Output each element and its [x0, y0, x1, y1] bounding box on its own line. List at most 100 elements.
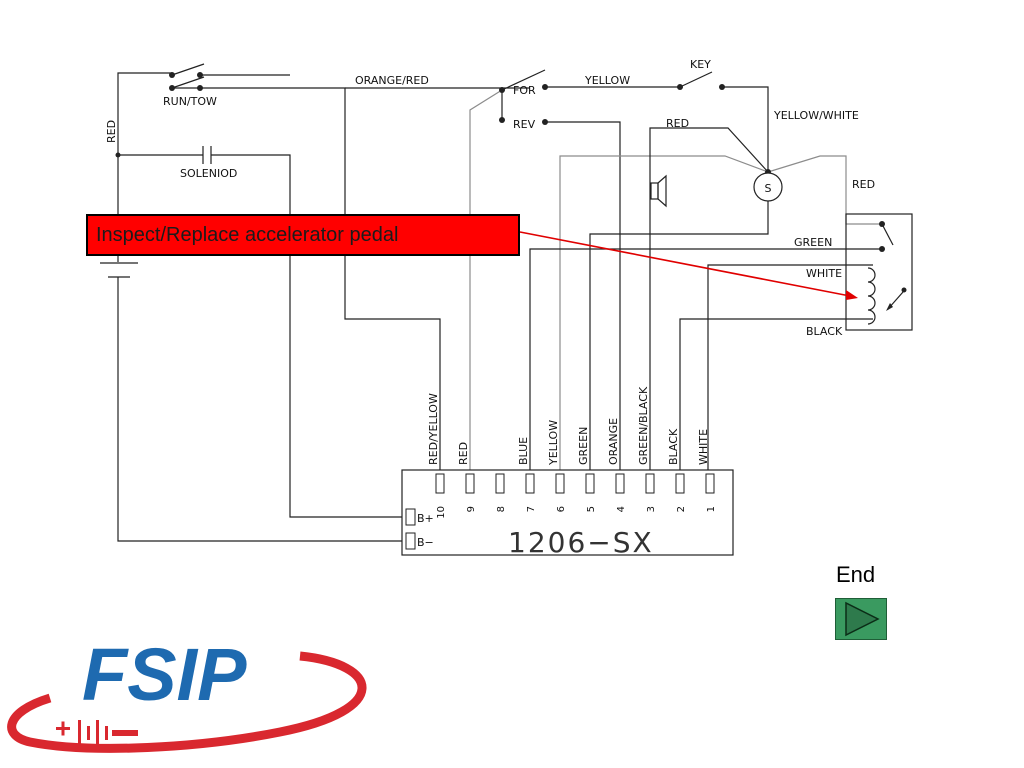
pin-wire-label-9: RED	[457, 442, 470, 465]
pedal-box	[845, 213, 913, 331]
callout-pointer	[519, 231, 851, 297]
pin-number-2: 2	[676, 506, 687, 512]
run-tow-blade-2	[171, 76, 205, 89]
contact-runtow-4	[197, 85, 203, 91]
white-label: WHITE	[806, 267, 842, 280]
fwd-rev-blade	[501, 69, 546, 91]
pin-terminal-10	[435, 473, 445, 494]
contact-rev-common	[499, 117, 505, 123]
play-icon	[845, 601, 880, 637]
key-blade	[679, 71, 713, 88]
pin-number-4: 4	[616, 506, 627, 512]
wires	[100, 63, 913, 542]
b-minus-label: B−	[417, 536, 434, 549]
contacts	[115, 72, 907, 293]
for-label: FOR	[513, 84, 536, 97]
junction-red	[115, 152, 121, 158]
red-top-label: RED	[666, 117, 689, 130]
green-wire-pin5	[589, 201, 769, 470]
solenoid-wire-right	[211, 154, 291, 214]
green-label: GREEN	[794, 236, 832, 249]
b-plus-label: B+	[417, 512, 434, 525]
pin-number-1: 1	[706, 506, 717, 512]
controller-name: 1206−SX	[508, 526, 654, 559]
red-left-label: RED	[105, 120, 118, 143]
pin-terminal-1	[705, 473, 715, 494]
pin-terminal-9	[465, 473, 475, 494]
pin-terminal-7	[525, 473, 535, 494]
fsip-logo: FSIP	[7, 633, 367, 753]
pot-wiper-arrow	[886, 303, 893, 311]
yellow-wire-pin6	[559, 155, 769, 470]
pin-terminal-8	[495, 473, 505, 494]
rev-label: REV	[513, 118, 536, 131]
pedal-switch-blade	[881, 223, 894, 246]
contact-pedal-1	[879, 221, 885, 227]
yellow-white-label: YELLOW/WHITE	[773, 109, 859, 122]
callout-text: Inspect/Replace accelerator pedal	[96, 224, 399, 246]
callout-box: Inspect/Replace accelerator pedal	[86, 214, 520, 256]
black-label: BLACK	[806, 325, 843, 338]
battery-positive-wire	[289, 256, 404, 518]
yellow-white-wire	[722, 86, 769, 172]
red-right-label: RED	[852, 178, 875, 191]
contact-runtow-1	[169, 72, 175, 78]
end-label: End	[836, 562, 876, 587]
red-wire-right	[767, 155, 880, 225]
pin-wire-label-2: BLACK	[667, 428, 680, 465]
white-wire	[707, 264, 873, 470]
pin-number-6: 6	[556, 506, 567, 512]
contact-key-1	[677, 84, 683, 90]
run-tow-blade-1	[171, 63, 205, 76]
pin-wire-label-10: RED/YELLOW	[427, 393, 440, 465]
key-label: KEY	[690, 58, 711, 71]
pin-number-8: 8	[496, 506, 507, 512]
relay-label: S	[765, 182, 772, 195]
green-black-wire	[649, 127, 769, 470]
pin-terminal-4	[615, 473, 625, 494]
pin-wire-label-5: GREEN	[577, 427, 590, 465]
pin-wire-label-7: BLUE	[517, 437, 530, 465]
pin-terminal-5	[585, 473, 595, 494]
solenoid-label: SOLENIOD	[180, 167, 237, 180]
red-yellow-wire	[200, 87, 441, 470]
battery-negative-wire	[117, 277, 404, 542]
b-plus-terminal	[405, 508, 416, 526]
orange-red-label: ORANGE/RED	[355, 74, 429, 87]
relay-symbol	[753, 172, 783, 202]
horn-body	[650, 182, 659, 200]
pin-terminal-3	[645, 473, 655, 494]
callout-arrowhead	[846, 290, 858, 300]
pin-number-10: 10	[436, 506, 447, 519]
pin-terminal-6	[555, 473, 565, 494]
pin-wire-label-1: WHITE	[697, 429, 710, 465]
pin-number-9: 9	[466, 506, 477, 512]
contact-rev	[542, 119, 548, 125]
pin-wire-label-4: ORANGE	[607, 418, 620, 465]
logo-text: FSIP	[82, 633, 247, 716]
red-wire-left	[117, 72, 172, 214]
red-wire-pin9	[469, 89, 503, 470]
horn-cone	[657, 174, 667, 208]
contact-pedal-2	[879, 246, 885, 252]
end-button[interactable]	[835, 598, 887, 640]
pedal-potentiometer-coil	[867, 267, 876, 325]
contact-key-2	[719, 84, 725, 90]
yellow-label: YELLOW	[584, 74, 630, 87]
b-minus-terminal	[405, 532, 416, 550]
pin-number-5: 5	[586, 506, 597, 512]
blue-wire	[529, 248, 880, 470]
orange-wire	[545, 121, 621, 470]
contact-fwdrev-common	[499, 87, 505, 93]
pin-number-3: 3	[646, 506, 657, 512]
run-tow-label: RUN/TOW	[163, 95, 217, 108]
pin-wire-label-6: YELLOW	[547, 420, 560, 466]
contact-runtow-3	[169, 85, 175, 91]
black-wire	[679, 318, 873, 470]
battery-icon	[56, 720, 138, 744]
pot-wiper-knob	[901, 287, 907, 293]
pin-terminal-2	[675, 473, 685, 494]
logo-swoosh	[7, 651, 367, 753]
